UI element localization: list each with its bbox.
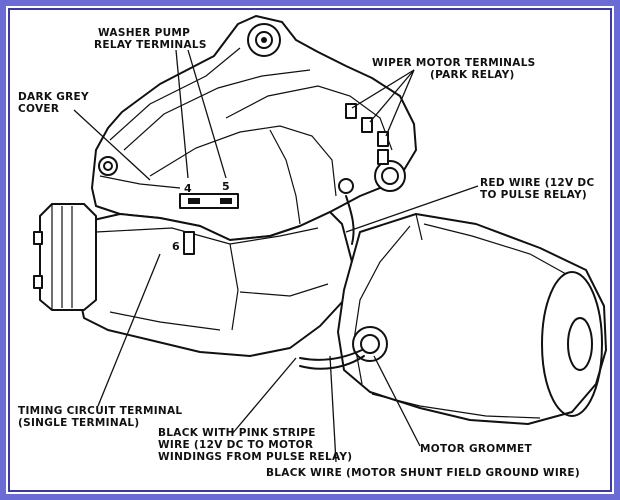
- diagram-inner-border: [8, 8, 612, 492]
- label-dark-grey-cover-1: DARK GREY: [18, 91, 89, 103]
- terminal-number-5: 5: [222, 180, 230, 193]
- label-red-wire-2: TO PULSE RELAY): [480, 189, 587, 201]
- washer-pump-relay-terminals: [179, 193, 239, 209]
- leader-lines: [73, 49, 479, 463]
- gearbox-body: [75, 211, 353, 357]
- label-red-wire-1: RED WIRE (12V DC: [480, 177, 594, 189]
- timing-circuit-terminal: [183, 231, 195, 255]
- label-wiper-motor-1: WIPER MOTOR TERMINALS: [372, 57, 536, 69]
- label-black-pink-1: BLACK WITH PINK STRIPE: [158, 427, 316, 439]
- label-timing-1: TIMING CIRCUIT TERMINAL: [18, 405, 182, 417]
- upper-housing: [91, 15, 417, 241]
- drive-motor: [337, 213, 607, 425]
- label-black-pink-3: WINDINGS FROM PULSE RELAY): [158, 451, 352, 463]
- label-washer-pump-1: WASHER PUMP: [98, 27, 190, 39]
- label-washer-pump-2: RELAY TERMINALS: [94, 39, 207, 51]
- label-black-wire: BLACK WIRE (MOTOR SHUNT FIELD GROUND WIR…: [266, 467, 580, 479]
- park-relay-terminals: [345, 103, 389, 165]
- left-connector-block: [33, 203, 97, 311]
- label-timing-2: (SINGLE TERMINAL): [18, 417, 139, 429]
- mounting-boss-top: [247, 23, 281, 57]
- label-wiper-motor-2: (PARK RELAY): [430, 69, 515, 81]
- motor-grommet: [352, 326, 388, 362]
- mounting-stud-mid: [338, 178, 354, 194]
- mounting-boss-right: [374, 160, 406, 192]
- mounting-boss-left: [98, 156, 118, 176]
- label-black-pink-2: WIRE (12V DC TO MOTOR: [158, 439, 313, 451]
- terminal-number-4: 4: [184, 182, 192, 195]
- label-motor-grommet: MOTOR GROMMET: [420, 443, 533, 455]
- terminal-number-6: 6: [172, 240, 180, 253]
- label-dark-grey-cover-2: COVER: [18, 103, 59, 115]
